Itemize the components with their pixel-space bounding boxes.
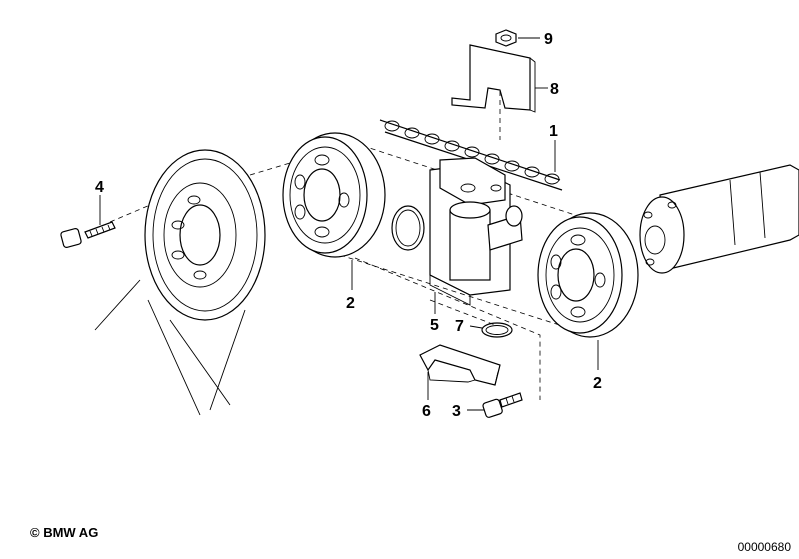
guide-rail — [419, 344, 501, 386]
callout-guide-rail: 6 — [422, 403, 431, 420]
diagram-reference-code: 00000680 — [737, 540, 791, 554]
bracket — [451, 44, 536, 113]
callout-labels: 1 2 2 3 4 5 6 7 8 9 — [95, 31, 602, 420]
bolt-upper — [60, 221, 116, 248]
copyright-notice: © BMW AG — [30, 525, 99, 540]
callout-sprocket-left: 2 — [346, 295, 355, 312]
callout-chain: 1 — [549, 123, 558, 140]
o-ring-large — [391, 205, 425, 251]
callout-bolt-upper: 4 — [95, 179, 104, 196]
callout-bolt-lower: 3 — [452, 403, 461, 420]
callout-sprocket-right: 2 — [593, 375, 602, 392]
sprocket-right — [537, 212, 639, 338]
chain-tensioner — [429, 157, 523, 306]
timing-chain — [379, 119, 563, 191]
camshaft — [639, 164, 799, 274]
bolt-lower — [482, 392, 523, 418]
o-ring-small — [481, 322, 513, 338]
callout-o-ring: 7 — [455, 318, 464, 335]
sprocket-left — [282, 132, 386, 258]
nut — [495, 29, 517, 47]
leader-lines — [99, 37, 599, 411]
callout-nut: 9 — [544, 31, 553, 48]
callout-bracket: 8 — [550, 81, 559, 98]
large-gear-left — [94, 149, 266, 416]
callout-tensioner: 5 — [430, 317, 439, 334]
